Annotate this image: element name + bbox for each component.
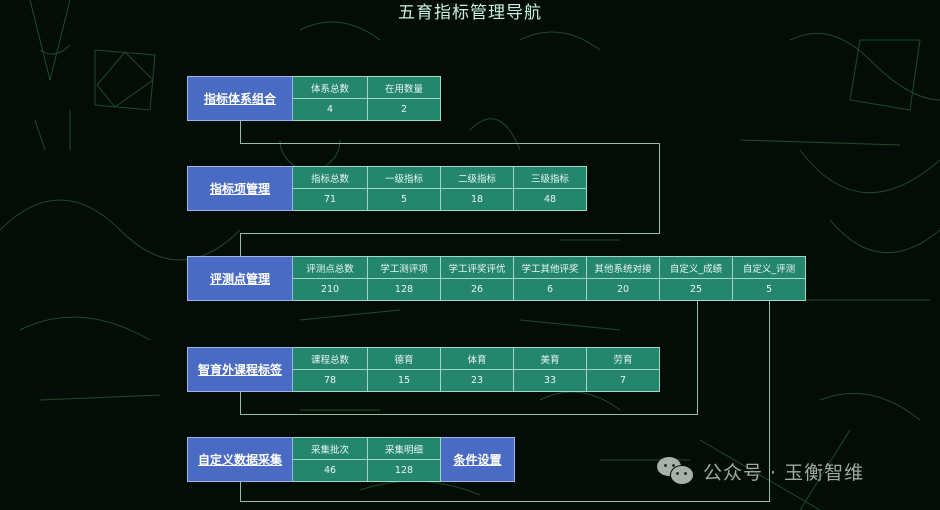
stat-value: 71 bbox=[323, 194, 337, 205]
stat-cell: 其他系统对接 20 bbox=[587, 256, 660, 301]
stat-header: 评测点总数 bbox=[293, 257, 367, 279]
stat-cell: 在用数量 2 bbox=[368, 76, 441, 121]
stat-header: 在用数量 bbox=[368, 77, 440, 99]
stat-cell: 体系总数 4 bbox=[293, 76, 368, 121]
stat-header: 体育 bbox=[441, 348, 513, 370]
stat-header: 三级指标 bbox=[514, 167, 586, 189]
condition-settings-link[interactable]: 条件设置 bbox=[441, 437, 515, 482]
stat-cell: 劳育 7 bbox=[587, 347, 660, 392]
stat-cell: 采集明细 128 bbox=[368, 437, 441, 482]
module-custom-data-collection: 自定义数据采集 采集批次 46 采集明细 128 条件设置 bbox=[187, 437, 515, 482]
stat-value: 210 bbox=[320, 284, 340, 295]
module-index-system: 指标体系组合 体系总数 4 在用数量 2 bbox=[187, 76, 441, 121]
connector-3-5-left bbox=[240, 482, 241, 501]
stat-value: 2 bbox=[400, 104, 408, 115]
module-index-items: 指标项管理 指标总数 71 一级指标 5 二级指标 18 三级指标 48 bbox=[187, 166, 587, 211]
module-evaluation-points: 评测点管理 评测点总数 210 学工测评项 128 学工评奖评优 26 学工其他评奖 6… bbox=[187, 256, 806, 301]
stat-cell: 学工其他评奖 6 bbox=[514, 256, 587, 301]
stat-value: 15 bbox=[397, 375, 411, 386]
connector-3-4 bbox=[240, 301, 698, 415]
stat-value: 48 bbox=[543, 194, 557, 205]
stat-cell: 评测点总数 210 bbox=[293, 256, 368, 301]
stat-cell: 学工测评项 128 bbox=[368, 256, 441, 301]
stat-header: 采集明细 bbox=[368, 438, 440, 460]
stat-value: 6 bbox=[546, 284, 554, 295]
stat-header: 学工评奖评优 bbox=[441, 257, 513, 279]
stat-header: 体系总数 bbox=[293, 77, 367, 99]
page-title: 五育指标管理导航 bbox=[398, 3, 542, 23]
stat-value: 78 bbox=[323, 375, 337, 386]
stat-value: 33 bbox=[543, 375, 557, 386]
stat-header: 其他系统对接 bbox=[587, 257, 659, 279]
connector-1-2-right bbox=[659, 143, 660, 233]
stat-header: 采集批次 bbox=[293, 438, 367, 460]
stat-header: 课程总数 bbox=[293, 348, 367, 370]
module-course-tags: 智育外课程标签 课程总数 78 德育 15 体育 23 美育 33 劳育 7 bbox=[187, 347, 660, 392]
connector-3-5 bbox=[240, 301, 770, 502]
stat-value: 4 bbox=[326, 104, 334, 115]
stat-cell: 三级指标 48 bbox=[514, 166, 587, 211]
stat-cell: 采集批次 46 bbox=[293, 437, 368, 482]
stat-header: 美育 bbox=[514, 348, 586, 370]
connector-3-4-left bbox=[240, 392, 241, 414]
stat-cell: 指标总数 71 bbox=[293, 166, 368, 211]
stat-header: 一级指标 bbox=[368, 167, 440, 189]
stat-value: 18 bbox=[470, 194, 484, 205]
stat-value: 5 bbox=[400, 194, 408, 205]
course-tags-link[interactable]: 智育外课程标签 bbox=[187, 347, 293, 392]
stat-cell: 自定义_成绩 25 bbox=[660, 256, 733, 301]
connector-2-3 bbox=[240, 233, 660, 257]
index-items-link[interactable]: 指标项管理 bbox=[187, 166, 293, 211]
stat-cell: 德育 15 bbox=[368, 347, 441, 392]
stat-value: 25 bbox=[689, 284, 703, 295]
wechat-icon bbox=[655, 455, 697, 487]
stat-header: 自定义_成绩 bbox=[660, 257, 732, 279]
stat-header: 学工其他评奖 bbox=[514, 257, 586, 279]
watermark: 公众号 · 玉衡智维 bbox=[655, 455, 864, 487]
watermark-text: 公众号 · 玉衡智维 bbox=[703, 461, 865, 484]
stat-value: 26 bbox=[470, 284, 484, 295]
index-system-link[interactable]: 指标体系组合 bbox=[187, 76, 293, 121]
stat-cell: 体育 23 bbox=[441, 347, 514, 392]
stat-header: 二级指标 bbox=[441, 167, 513, 189]
stat-cell: 课程总数 78 bbox=[293, 347, 368, 392]
stat-value: 20 bbox=[616, 284, 630, 295]
stat-value: 128 bbox=[394, 284, 414, 295]
stat-cell: 自定义_评测 5 bbox=[733, 256, 806, 301]
stat-cell: 二级指标 18 bbox=[441, 166, 514, 211]
connector-1-2 bbox=[240, 120, 660, 144]
stat-header: 劳育 bbox=[587, 348, 659, 370]
custom-data-collection-link[interactable]: 自定义数据采集 bbox=[187, 437, 293, 482]
stat-value: 46 bbox=[323, 465, 337, 476]
stat-cell: 美育 33 bbox=[514, 347, 587, 392]
stat-value: 23 bbox=[470, 375, 484, 386]
stat-header: 学工测评项 bbox=[368, 257, 440, 279]
stat-value: 7 bbox=[619, 375, 627, 386]
stat-header: 指标总数 bbox=[293, 167, 367, 189]
stat-cell: 学工评奖评优 26 bbox=[441, 256, 514, 301]
stat-value: 128 bbox=[394, 465, 414, 476]
stat-header: 自定义_评测 bbox=[733, 257, 805, 279]
stat-value: 5 bbox=[765, 284, 773, 295]
stat-header: 德育 bbox=[368, 348, 440, 370]
evaluation-points-link[interactable]: 评测点管理 bbox=[187, 256, 293, 301]
stat-cell: 一级指标 5 bbox=[368, 166, 441, 211]
